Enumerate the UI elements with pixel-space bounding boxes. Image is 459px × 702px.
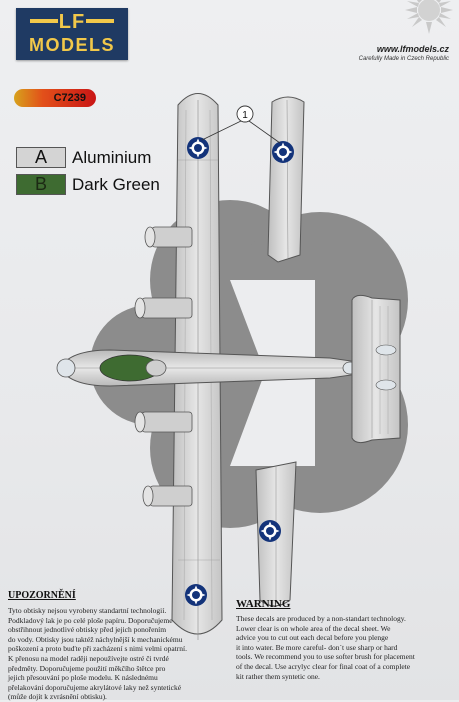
product-code-badge: C7239	[14, 89, 96, 107]
legend-label-dark-green: Dark Green	[72, 175, 160, 194]
engine-nacelles	[134, 226, 193, 507]
tagline: Carefully Made in Czech Republic	[358, 56, 449, 62]
website-url: www.lfmodels.cz	[376, 44, 449, 54]
warning-heading-cz: UPOZORNĚNÍ	[8, 590, 76, 601]
roundel-insignia-icon	[185, 137, 294, 606]
tailplane	[351, 294, 401, 444]
instructions-text-cz: Tyto obtisky nejsou vyrobeny standartní …	[8, 606, 187, 702]
logo-wing-right	[86, 19, 114, 23]
logo-mark: LF	[58, 11, 86, 33]
wing-panel-upper-right	[267, 96, 305, 263]
sun-emblem-icon	[405, 0, 453, 34]
legend-label-aluminium: Aluminium	[72, 148, 152, 167]
legend-swatch-a: A	[16, 147, 66, 168]
lf-models-logo: LF MODELS	[16, 8, 128, 60]
callout-number: 1	[242, 110, 248, 121]
legend-swatch-b: B	[16, 174, 66, 195]
warning-heading-en: WARNING	[236, 598, 291, 610]
logo-wing-left	[30, 19, 58, 23]
logo-name: MODELS	[28, 35, 115, 55]
fuselage	[56, 349, 359, 387]
decal-callout: 1	[201, 105, 281, 144]
instructions-text-en: These decals are produced by a non-stand…	[236, 614, 415, 681]
